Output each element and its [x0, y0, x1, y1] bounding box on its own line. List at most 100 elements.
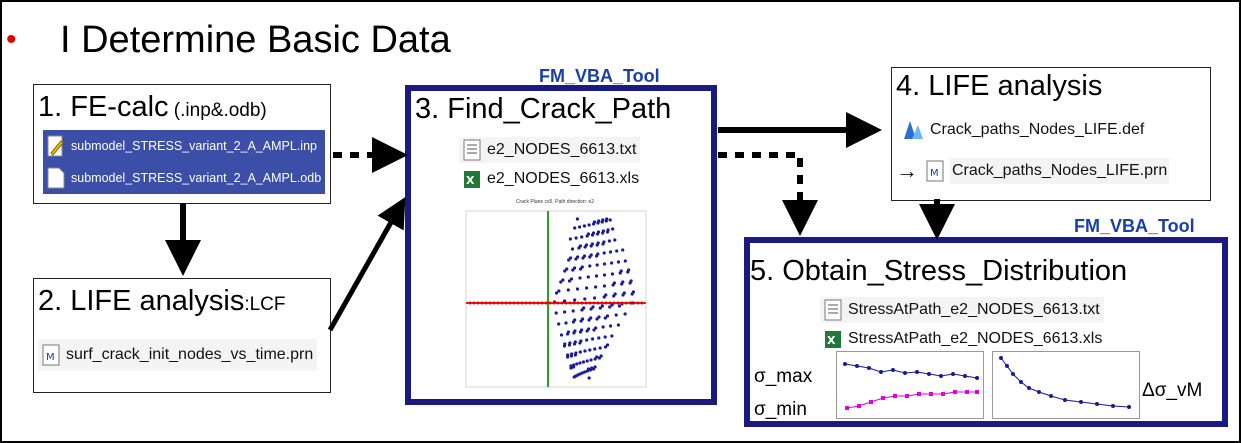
sigma-min-point	[869, 400, 873, 404]
crack-path-point	[557, 322, 561, 326]
crack-path-point	[569, 364, 573, 368]
text-file-icon	[463, 139, 481, 161]
file-nodes-xls[interactable]: X e2_NODES_6613.xls	[459, 167, 639, 191]
delta-sigma-point	[1111, 404, 1115, 408]
crack-path-point	[595, 263, 599, 267]
crack-front-point	[620, 301, 624, 305]
crack-path-point	[594, 285, 598, 289]
crack-path-point	[597, 219, 601, 223]
svg-text:X: X	[466, 174, 475, 187]
crack-path-point	[612, 281, 616, 285]
delta-sigma-point	[1127, 405, 1131, 409]
crack-path-point	[596, 230, 601, 234]
crack-path-point	[575, 362, 579, 366]
crack-path-point	[614, 313, 618, 317]
file-prn-init[interactable]: M surf_crack_init_nodes_vs_time.prn	[38, 339, 318, 371]
file-prn-paths[interactable]: → M Crack_paths_Nodes_LIFE.prn	[896, 156, 1170, 186]
crack-path-point	[584, 243, 589, 247]
file-prn-paths-label: Crack_paths_Nodes_LIFE.prn	[950, 158, 1170, 184]
crack-path-point	[597, 315, 601, 319]
crack-path-point	[569, 277, 574, 281]
crack-front-point	[604, 301, 608, 305]
sigma-min-point	[905, 394, 909, 398]
sigma-max-point	[975, 376, 979, 380]
svg-text:M: M	[46, 352, 55, 363]
crack-path-point	[591, 231, 596, 235]
crack-path-point	[583, 349, 587, 353]
file-stress-xls[interactable]: X StressAtPath_e2_NODES_6613.xls	[820, 327, 1102, 351]
delta-sigma-point	[1079, 400, 1083, 404]
crack-path-point	[596, 252, 600, 256]
sigma-max-line	[844, 363, 978, 379]
file-stress-txt[interactable]: StressAtPath_e2_NODES_6613.txt	[820, 297, 1104, 323]
delta-sigma-point	[1049, 394, 1053, 398]
sigma-min-point	[965, 390, 969, 394]
crack-path-point	[590, 242, 594, 246]
crack-path-point	[613, 292, 617, 296]
crack-front-point	[568, 301, 572, 305]
crack-path-point	[570, 352, 574, 356]
sigma-min-point	[953, 390, 957, 394]
crack-path-point	[601, 218, 605, 222]
crack-path-point	[599, 354, 603, 358]
crack-path-point	[582, 224, 586, 228]
crack-front-point	[468, 301, 472, 305]
crack-path-point	[593, 296, 597, 300]
sigma-max-point	[903, 371, 907, 375]
crack-front-point	[600, 301, 604, 305]
file-def[interactable]: Crack_paths_Nodes_LIFE.def	[898, 116, 1144, 144]
crack-path-point	[563, 342, 567, 346]
crack-path-point	[588, 348, 592, 352]
find-crack-path-box: 3. Find_Crack_Path e2_NODES_6613.txt X e…	[405, 85, 717, 405]
life-lcf-box: 2. LIFE analysis:LCF M surf_crack_init_n…	[33, 278, 331, 393]
crack-path-point	[623, 259, 627, 263]
crack-front-point	[528, 301, 532, 305]
delta-sigma-point	[1011, 372, 1015, 376]
crack-front-point	[536, 301, 540, 305]
crack-path-point	[585, 338, 589, 342]
crack-path-point	[610, 334, 614, 338]
crack-path-point	[554, 311, 558, 315]
crack-path-point	[594, 274, 599, 278]
crack-front-point	[504, 301, 508, 305]
abaqus-cae-icon	[904, 121, 923, 139]
edit-file-icon	[47, 135, 64, 157]
crack-path-point	[583, 370, 587, 374]
crack-path-point	[598, 306, 602, 310]
crack-path-point	[592, 220, 597, 224]
file-nodes-txt-label: e2_NODES_6613.txt	[487, 141, 637, 158]
crack-path-point	[568, 237, 572, 241]
crack-path-point	[588, 264, 592, 268]
stress-distribution-box: 5. Obtain_Stress_Distribution StressAtPa…	[744, 237, 1228, 427]
crack-front-point	[520, 301, 524, 305]
crack-front-point	[560, 301, 564, 305]
crack-front-point	[552, 301, 556, 305]
svg-text:X: X	[827, 334, 836, 347]
crack-path-point	[587, 376, 591, 380]
file-nodes-txt[interactable]: e2_NODES_6613.txt	[459, 137, 641, 163]
file-stress-txt-label: StressAtPath_e2_NODES_6613.txt	[848, 301, 1100, 318]
sigma-min-point	[975, 390, 979, 394]
sigma-min-label: σ_min	[754, 399, 807, 420]
crack-path-point	[610, 261, 614, 265]
sigma-max-point	[891, 368, 895, 372]
crack-path-point	[605, 343, 610, 347]
file-inp[interactable]: submodel_STRESS_variant_2_A_AMPL.inp	[43, 130, 325, 162]
life-analysis-heading: 4. LIFE analysis	[896, 70, 1103, 102]
crack-path-point	[591, 337, 595, 341]
fm-vba-tool-tag-1: FM_VBA_Tool	[539, 66, 660, 86]
sigma-plot	[836, 351, 984, 419]
fe-calc-box: 1. FE-calc (.inp&.odb) submodel_STRESS_v…	[33, 84, 331, 204]
delta-sigma-label: Δσ_vM	[1142, 380, 1203, 401]
crack-path-point	[608, 305, 612, 309]
file-odb[interactable]: submodel_STRESS_variant_2_A_AMPL.odb	[43, 162, 325, 194]
crack-path-point	[595, 317, 599, 321]
crack-front-point	[508, 301, 512, 305]
crack-path-point	[564, 321, 568, 325]
crack-path-point	[563, 310, 567, 314]
fe-calc-heading: 1. FE-calc (.inp&.odb)	[38, 91, 267, 123]
crack-path-point	[580, 265, 584, 269]
crack-path-point	[619, 269, 623, 273]
arrow-lcf-to-crack	[327, 196, 406, 332]
arrow-crack-to-stress	[718, 152, 818, 236]
